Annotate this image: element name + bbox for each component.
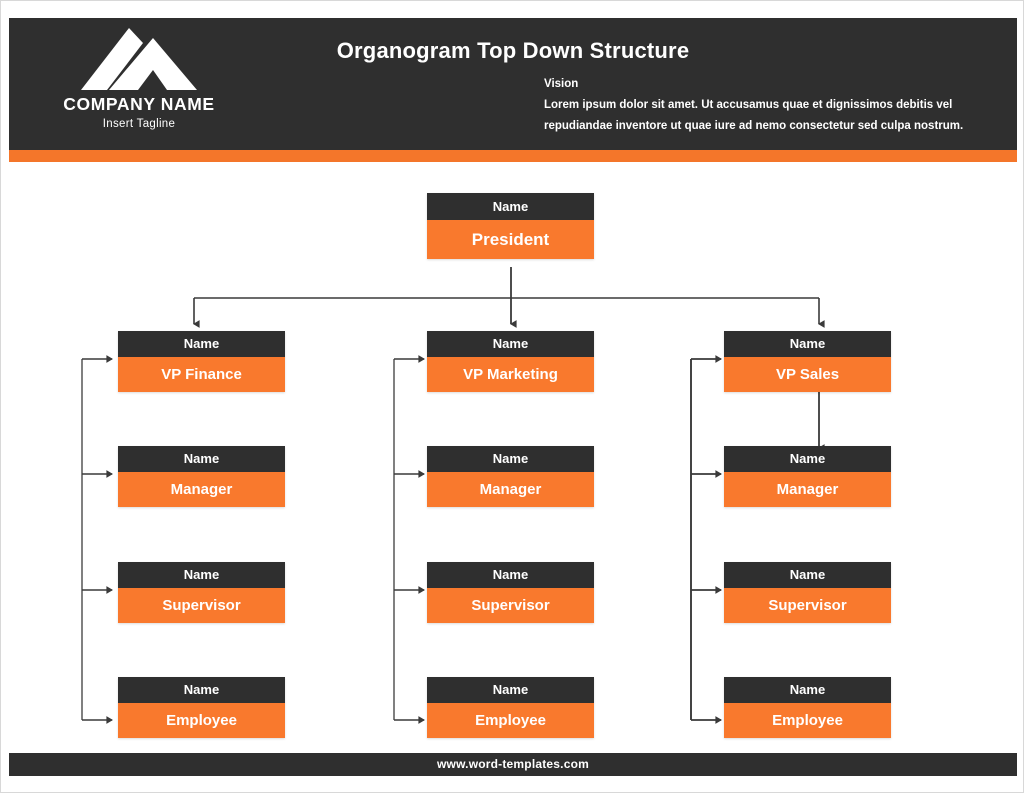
node-marketing-supervisor[interactable]: Name Supervisor (427, 562, 594, 623)
footer-url[interactable]: www.word-templates.com (9, 753, 1017, 776)
node-role-label: President (427, 220, 594, 259)
node-name-label: Name (118, 562, 285, 588)
mountain-logo-icon (81, 28, 197, 90)
org-chart: Name President Name VP Finance Name Mana… (9, 162, 1017, 753)
node-role-label: Manager (118, 472, 285, 507)
node-role-label: Supervisor (118, 588, 285, 623)
node-sales-employee[interactable]: Name Employee (724, 677, 891, 738)
vision-text: Lorem ipsum dolor sit amet. Ut accusamus… (544, 99, 964, 133)
node-name-label: Name (724, 562, 891, 588)
node-role-label: Supervisor (427, 588, 594, 623)
node-marketing-manager[interactable]: Name Manager (427, 446, 594, 507)
node-role-label: VP Finance (118, 357, 285, 392)
company-logo-block: COMPANY NAME Insert Tagline (49, 26, 229, 130)
node-vp-marketing[interactable]: Name VP Marketing (427, 331, 594, 392)
node-role-label: Employee (724, 703, 891, 738)
node-finance-employee[interactable]: Name Employee (118, 677, 285, 738)
node-role-label: VP Marketing (427, 357, 594, 392)
node-role-label: Employee (118, 703, 285, 738)
node-marketing-employee[interactable]: Name Employee (427, 677, 594, 738)
node-role-label: Manager (427, 472, 594, 507)
node-finance-supervisor[interactable]: Name Supervisor (118, 562, 285, 623)
node-name-label: Name (427, 331, 594, 357)
node-role-label: Supervisor (724, 588, 891, 623)
node-vp-sales[interactable]: Name VP Sales (724, 331, 891, 392)
node-name-label: Name (118, 677, 285, 703)
node-name-label: Name (118, 331, 285, 357)
node-name-label: Name (724, 446, 891, 472)
page-title: Organogram Top Down Structure (336, 38, 690, 63)
page-header: COMPANY NAME Insert Tagline Organogram T… (9, 18, 1017, 150)
node-sales-manager[interactable]: Name Manager (724, 446, 891, 507)
company-tagline: Insert Tagline (102, 118, 176, 131)
node-name-label: Name (724, 677, 891, 703)
node-name-label: Name (427, 562, 594, 588)
vision-block: Vision Lorem ipsum dolor sit amet. Ut ac… (544, 78, 984, 138)
node-name-label: Name (427, 193, 594, 220)
node-role-label: Manager (724, 472, 891, 507)
company-name: COMPANY NAME (63, 94, 215, 114)
node-vp-finance[interactable]: Name VP Finance (118, 331, 285, 392)
node-finance-manager[interactable]: Name Manager (118, 446, 285, 507)
node-role-label: Employee (427, 703, 594, 738)
vision-label: Vision (544, 78, 579, 90)
orange-accent-bar (9, 150, 1017, 162)
node-president[interactable]: Name President (427, 193, 594, 259)
node-sales-supervisor[interactable]: Name Supervisor (724, 562, 891, 623)
node-role-label: VP Sales (724, 357, 891, 392)
node-name-label: Name (118, 446, 285, 472)
node-name-label: Name (427, 677, 594, 703)
node-name-label: Name (724, 331, 891, 357)
node-name-label: Name (427, 446, 594, 472)
